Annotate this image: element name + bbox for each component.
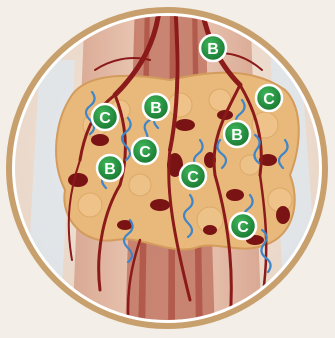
badge-label: C <box>99 110 111 127</box>
badge-label: B <box>150 100 162 117</box>
badge-c-mid: C <box>180 163 206 189</box>
badge-c-right-top: C <box>256 85 282 111</box>
badge-c-left-top: C <box>92 104 118 130</box>
badge-b-right: B <box>224 121 250 147</box>
badge-b-center: B <box>143 94 169 120</box>
badge-label: B <box>207 41 219 58</box>
badge-b-left: B <box>97 155 123 181</box>
badge-label: B <box>231 127 243 144</box>
badge-c-center: C <box>132 138 158 164</box>
badge-b-top: B <box>200 35 226 61</box>
badge-label: C <box>263 91 275 108</box>
badge-label: B <box>104 161 116 178</box>
badge-c-bottom: C <box>230 213 256 239</box>
badge-label: C <box>237 219 249 236</box>
badge-label: C <box>139 144 151 161</box>
badge-label: C <box>187 169 199 186</box>
